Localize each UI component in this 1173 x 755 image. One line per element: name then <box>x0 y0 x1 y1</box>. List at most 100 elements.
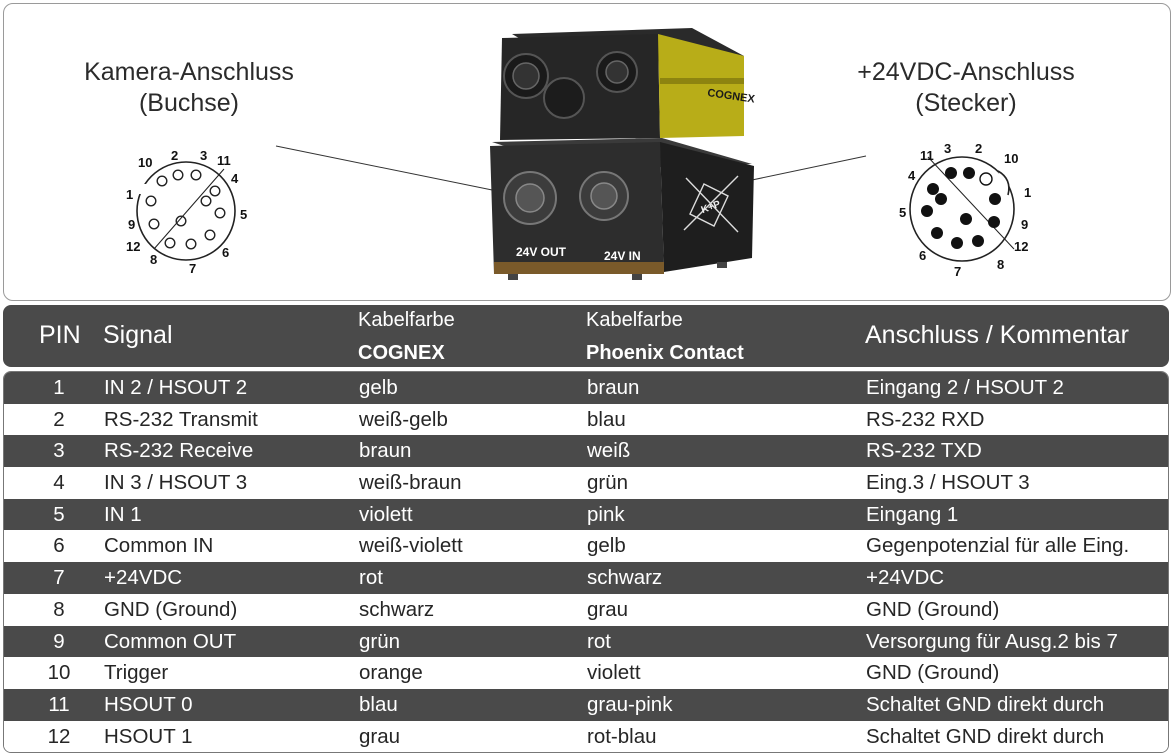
socket-label-6: 6 <box>222 245 229 260</box>
cell-phoenix-color: weiß <box>587 439 631 463</box>
plug-label-6: 6 <box>919 248 926 263</box>
socket-hole-10 <box>156 175 168 187</box>
cell-signal: IN 2 / HSOUT 2 <box>104 376 248 399</box>
cell-comment: GND (Ground) <box>866 661 1000 685</box>
camera-connector-title-line1: Kamera-Anschluss <box>84 58 294 86</box>
plug-label-9: 9 <box>1021 217 1028 232</box>
cell-comment: Versorgung für Ausg.2 bis 7 <box>866 629 1118 653</box>
plug-pin-12 <box>960 213 972 225</box>
plug-label-2: 2 <box>975 141 982 156</box>
cell-signal: HSOUT 1 <box>104 724 193 748</box>
cell-phoenix-color: grau-pink <box>587 692 673 716</box>
cell-phoenix-color: grau <box>587 597 629 621</box>
cell-signal: GND (Ground) <box>104 597 238 621</box>
socket-label-5: 5 <box>240 207 247 222</box>
adapter-foot <box>717 262 727 268</box>
cell-cognex-color: weiß-braun <box>359 471 462 495</box>
socket-hole-12 <box>175 215 187 227</box>
table-row: 1 IN 2 / HSOUT 2 gelb braun Eingang 2 / … <box>4 372 1168 404</box>
port-24v-in-inner <box>590 182 618 210</box>
kp-logo <box>683 175 739 233</box>
cell-phoenix-color: gelb <box>587 534 626 558</box>
plug-pin-8 <box>972 235 984 247</box>
table-row: 4 IN 3 / HSOUT 3 weiß-braun grün Eing.3 … <box>4 467 1168 499</box>
plug-pin-9 <box>988 216 1000 228</box>
header-cognex-line1: Kabelfarbe <box>358 309 455 331</box>
camera-connector-title: Kamera-Anschluss (Buchse) <box>64 57 314 119</box>
socket-label-3: 3 <box>200 148 207 163</box>
port-24v-out-inner <box>515 183 545 213</box>
cell-phoenix-color: rot-blau <box>587 724 657 748</box>
camera-connector-right-inner <box>605 60 629 84</box>
socket-pointer-line <box>153 168 225 250</box>
male-plug-diagram: 11 3 2 10 4 1 5 9 12 6 8 7 <box>899 141 1031 279</box>
table-row: 11 HSOUT 0 blau grau-pink Schaltet GND d… <box>4 688 1168 721</box>
header-signal: Signal <box>103 321 173 349</box>
socket-hole-5 <box>214 207 226 219</box>
socket-hole-9 <box>148 218 160 230</box>
cell-cognex-color: schwarz <box>359 597 435 621</box>
camera-side-face <box>658 34 744 138</box>
adapter-foot <box>632 274 642 280</box>
cell-comment: GND (Ground) <box>866 597 1000 621</box>
socket-hole-11 <box>200 195 212 207</box>
cell-pin: 5 <box>53 502 65 526</box>
cell-cognex-color: blau <box>359 692 398 716</box>
socket-hole-4 <box>209 185 221 197</box>
plug-pin-2 <box>963 167 975 179</box>
cell-pin: 10 <box>47 661 71 685</box>
cell-phoenix-color: violett <box>587 661 641 685</box>
cell-comment: RS-232 TXD <box>866 439 982 463</box>
pinout-table: PIN Signal Kabelfarbe COGNEX Kabelfarbe … <box>3 305 1169 753</box>
cell-phoenix-color: rot <box>587 629 611 653</box>
socket-label-10: 10 <box>138 155 152 170</box>
plug-label-1: 1 <box>1024 185 1031 200</box>
port-24v-out-label: 24V OUT <box>516 245 567 259</box>
plug-label-10: 10 <box>1004 151 1018 166</box>
socket-label-9: 9 <box>128 217 135 232</box>
cell-pin: 8 <box>53 597 65 621</box>
leader-lines <box>275 145 867 193</box>
cell-pin: 4 <box>53 471 65 495</box>
cell-comment: RS-232 RXD <box>866 407 985 431</box>
plug-pin-3 <box>945 167 957 179</box>
cell-signal: Common OUT <box>104 629 237 653</box>
table-row: 6 Common IN weiß-violett gelb Gegenpoten… <box>4 530 1168 563</box>
table-row: 10 Trigger orange violett GND (Ground) <box>4 657 1168 689</box>
camera-connector-title-line2: (Buchse) <box>138 89 240 117</box>
socket-label-2: 2 <box>171 148 178 163</box>
plug-label-4: 4 <box>908 168 916 183</box>
cell-comment: Schaltet GND direkt durch <box>866 724 1105 748</box>
table-row: 12 HSOUT 1 grau rot-blau Schaltet GND di… <box>4 720 1168 752</box>
cell-comment: Eing.3 / HSOUT 3 <box>866 471 1030 495</box>
cell-comment: Gegenpotenzial für alle Eing. <box>866 534 1130 558</box>
socket-label-1: 1 <box>126 187 133 202</box>
socket-outline <box>136 161 236 261</box>
socket-hole-6 <box>204 229 216 241</box>
plug-pin-1 <box>989 193 1001 205</box>
cell-pin: 7 <box>53 566 65 590</box>
cell-cognex-color: braun <box>359 439 412 463</box>
cell-comment: Eingang 1 <box>866 502 959 526</box>
cell-signal: +24VDC <box>104 566 183 590</box>
adapter-bottom-band <box>494 262 664 274</box>
cell-signal: Trigger <box>104 661 169 685</box>
plug-pin-7 <box>951 237 963 249</box>
cell-comment: Eingang 2 / HSOUT 2 <box>866 376 1064 399</box>
cell-cognex-color: weiß-violett <box>359 534 463 558</box>
table-row: 3 RS-232 Receive braun weiß RS-232 TXD <box>4 435 1168 468</box>
cell-signal: RS-232 Transmit <box>104 407 258 431</box>
cell-pin: 9 <box>53 629 65 653</box>
cell-signal: IN 1 <box>104 502 142 526</box>
cell-cognex-color: violett <box>359 502 413 526</box>
plug-pointer-line <box>927 156 1015 250</box>
cell-pin: 12 <box>47 724 71 748</box>
cell-phoenix-color: blau <box>587 407 626 431</box>
table-row: 9 Common OUT grün rot Versorgung für Aus… <box>4 625 1168 658</box>
camera-device-illustration: COGNEX 24V OUT 24V IN K+P <box>490 28 756 280</box>
socket-hole-2 <box>172 169 184 181</box>
socket-hole-8 <box>164 237 176 249</box>
cell-comment: Schaltet GND direkt durch <box>866 692 1105 716</box>
port-24v-in-label: 24V IN <box>604 249 641 263</box>
female-socket-diagram: 10 2 3 11 4 1 5 9 12 6 8 7 <box>126 148 247 276</box>
